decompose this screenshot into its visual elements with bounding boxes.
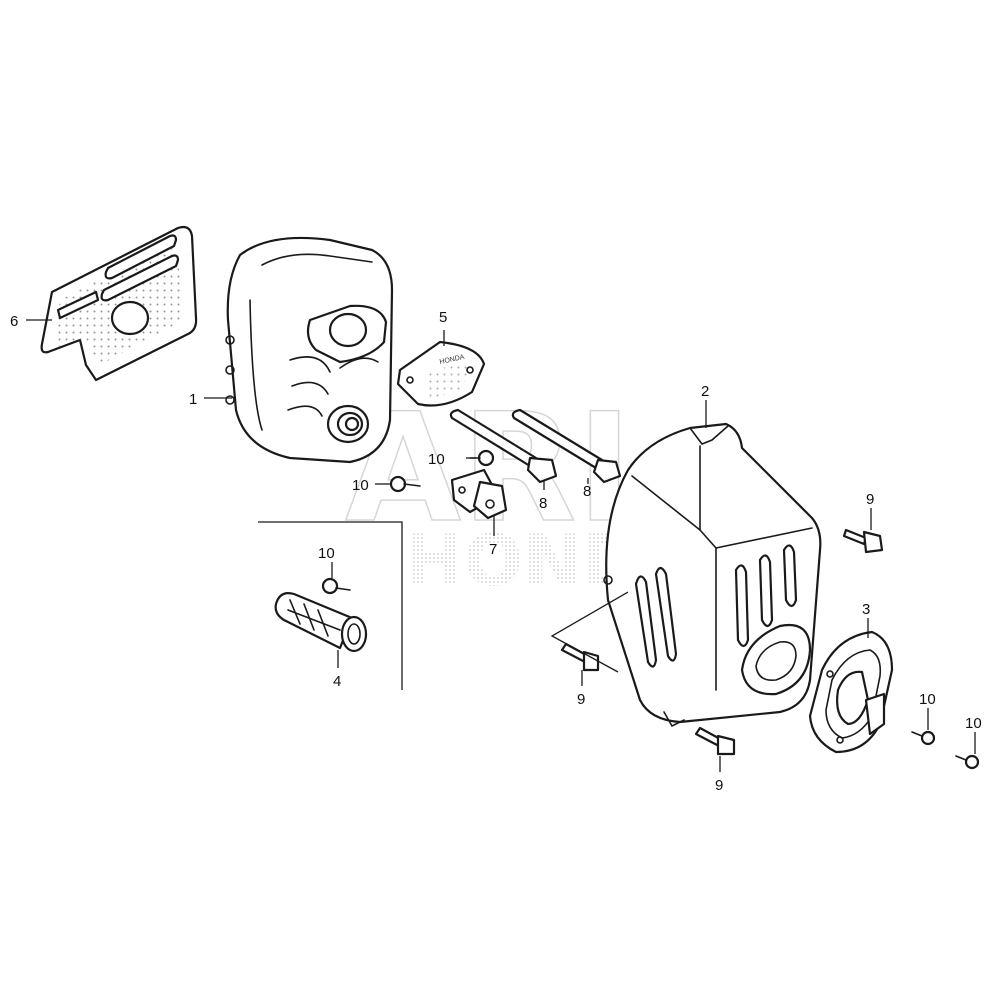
part-10-screw-d[interactable] xyxy=(911,730,936,746)
part-8-bolt-a[interactable] xyxy=(449,408,558,484)
part-10-screw-e[interactable] xyxy=(955,754,980,770)
part-9-bolt-c[interactable] xyxy=(694,726,736,756)
callout-1: 1 xyxy=(189,391,197,408)
part-5-gasket[interactable]: HONDA xyxy=(396,340,486,407)
callout-2: 2 xyxy=(701,383,709,400)
callout-3: 3 xyxy=(862,601,870,618)
inset-frame xyxy=(258,521,403,690)
callout-4: 4 xyxy=(333,673,341,690)
callouts: 6 1 5 2 3 4 7 8 8 9 9 9 10 10 10 10 10 xyxy=(10,309,982,794)
part-3-deflector[interactable] xyxy=(808,630,894,754)
callout-8a: 8 xyxy=(539,495,547,512)
part-1-muffler[interactable] xyxy=(225,236,394,464)
callout-7: 7 xyxy=(489,541,497,558)
callout-10b: 10 xyxy=(352,477,369,494)
callout-10d: 10 xyxy=(919,691,936,708)
callout-9c: 9 xyxy=(715,777,723,794)
leader-lines xyxy=(26,319,976,772)
part-8-bolt-b[interactable] xyxy=(511,408,622,484)
callout-10c: 10 xyxy=(318,545,335,562)
part-10-screw-b[interactable] xyxy=(389,475,421,493)
callout-10e: 10 xyxy=(965,715,982,732)
part-4-spark-arrester[interactable] xyxy=(274,592,368,653)
part-7-clamp[interactable] xyxy=(450,468,508,520)
callout-9a: 9 xyxy=(866,491,874,508)
part-9-bolt-a[interactable] xyxy=(842,528,884,554)
part-9-bolt-b[interactable] xyxy=(560,642,600,672)
callout-8b: 8 xyxy=(583,483,591,500)
part-10-screw-c[interactable] xyxy=(321,577,351,595)
watermark-ari: ARI xyxy=(345,382,632,556)
part-2-protector[interactable] xyxy=(603,422,822,728)
callout-10a: 10 xyxy=(428,451,445,468)
callout-6: 6 xyxy=(10,313,18,330)
part-6-heat-shield[interactable] xyxy=(40,225,198,382)
callout-9b: 9 xyxy=(577,691,585,708)
callout-5: 5 xyxy=(439,309,447,326)
